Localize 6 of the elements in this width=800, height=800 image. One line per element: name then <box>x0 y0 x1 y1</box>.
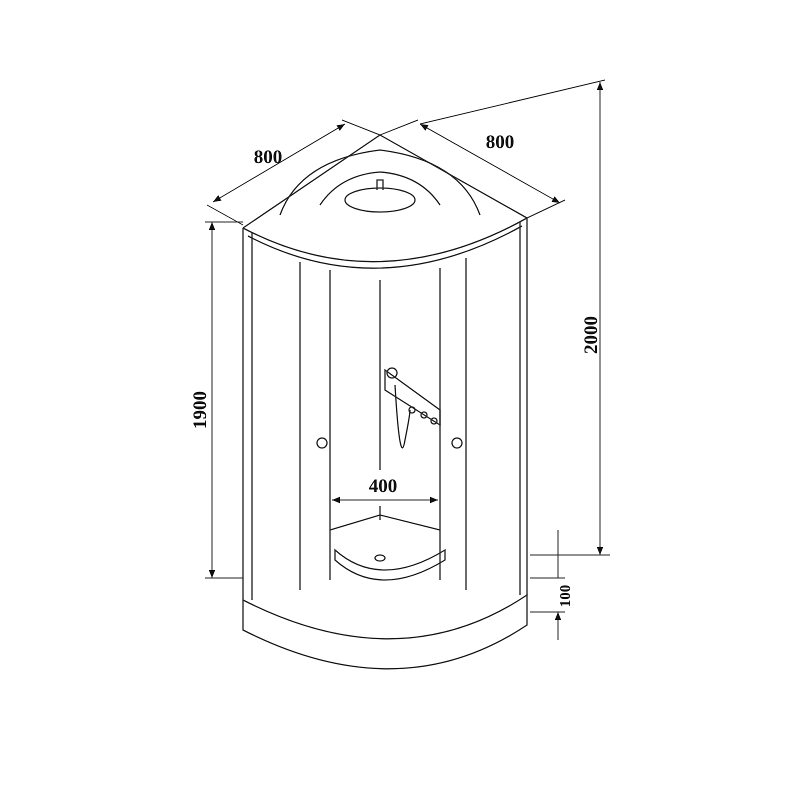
dimension-label: 100 <box>558 584 574 608</box>
dimension-label: 400 <box>368 476 398 497</box>
dimension-label: 2000 <box>581 316 602 354</box>
dimension-label: 800 <box>254 147 282 168</box>
dimension-label: 800 <box>486 132 514 153</box>
dimension-label: 1900 <box>190 391 211 429</box>
